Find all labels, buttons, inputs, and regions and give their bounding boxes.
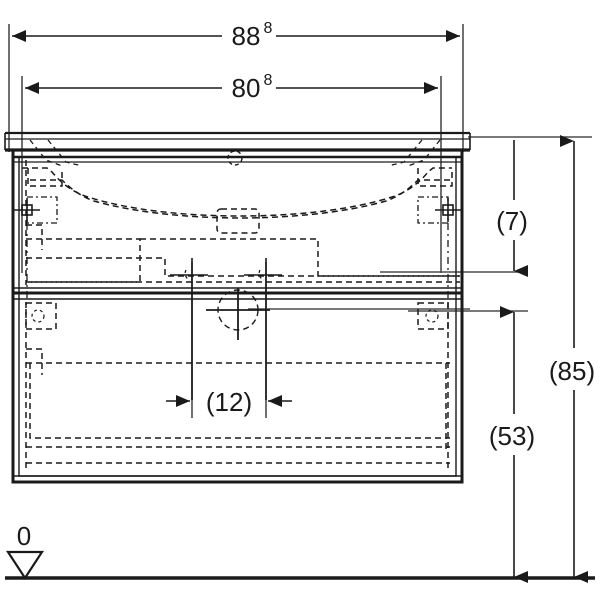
- dimension-lower-height: (53): [489, 306, 535, 583]
- dim-label-overall-width: 88: [232, 21, 261, 51]
- washbasin-bowl-outline: [22, 167, 453, 234]
- handle-mark-left-arc: [184, 269, 191, 281]
- dim-label-overall-width-superscript: 8: [264, 20, 273, 37]
- bowl-right-corner: [417, 168, 453, 187]
- dim-label-total-height: (85): [549, 356, 595, 386]
- lower-bracket-circle-right: [425, 309, 439, 323]
- handle-recess-marks-upper: [170, 258, 282, 292]
- lower-drawer-corner-tick: [26, 348, 43, 375]
- upper-drawer-box-left: [26, 238, 141, 283]
- bracket-right-plate: [442, 204, 454, 216]
- lower-drawer-bracket-box: [25, 302, 57, 330]
- floor-datum: 0: [5, 521, 595, 581]
- leader-flick-right-b: [387, 139, 423, 167]
- wall-mount-bracket-left: [14, 196, 58, 300]
- leader-flick-left-b: [47, 139, 83, 167]
- leader-flick-left-a: [29, 139, 63, 167]
- datum-triangle-icon: [5, 550, 45, 581]
- dim-label-cabinet-width: 80: [232, 73, 261, 103]
- datum-label: 0: [17, 521, 31, 551]
- dimension-total-height: (85): [549, 135, 595, 583]
- dim-label-countertop-drop: (7): [496, 206, 528, 236]
- dim-label-cabinet-width-superscript: 8: [264, 72, 273, 89]
- upper-drawer-corner-tick: [26, 224, 43, 250]
- lower-drawer-box-left: [29, 363, 450, 439]
- lower-drawer-hidden-detail: [25, 302, 450, 470]
- upper-drawer-hidden-detail: [25, 160, 460, 285]
- upper-drawer-runner: [26, 257, 460, 277]
- leader-flick-right-a: [407, 139, 441, 167]
- dim-label-lower-height: (53): [489, 421, 535, 451]
- bowl-inner-curve: [30, 179, 450, 219]
- lower-bracket-circle: [31, 309, 45, 323]
- overflow-hole-icon: [227, 150, 243, 166]
- drain-outlet-rect: [216, 208, 260, 234]
- dimension-overall-width: 88 8: [12, 20, 460, 51]
- lower-drawer-bracket-mark: [31, 302, 449, 470]
- dimension-handle-gap: (12): [166, 387, 292, 417]
- lower-drawer-bracket-box-right: [417, 302, 449, 330]
- dimension-cabinet-width: 80 8: [25, 72, 438, 103]
- wall-mount-bracket-right: [417, 196, 461, 300]
- bowl-left-corner: [27, 168, 63, 187]
- upper-drawer-box-right: [140, 238, 460, 277]
- dim-label-handle-gap: (12): [206, 387, 252, 417]
- bracket-left-plate: [21, 204, 33, 216]
- cabinet-body: [11, 148, 464, 484]
- siphon-center-mark: [191, 288, 270, 400]
- bowl-leader-flicks: [29, 139, 441, 167]
- cabinet-outer-rect: [11, 148, 464, 484]
- dimension-countertop-drop: (7): [496, 140, 528, 277]
- handle-mark-right-arc: [258, 269, 265, 281]
